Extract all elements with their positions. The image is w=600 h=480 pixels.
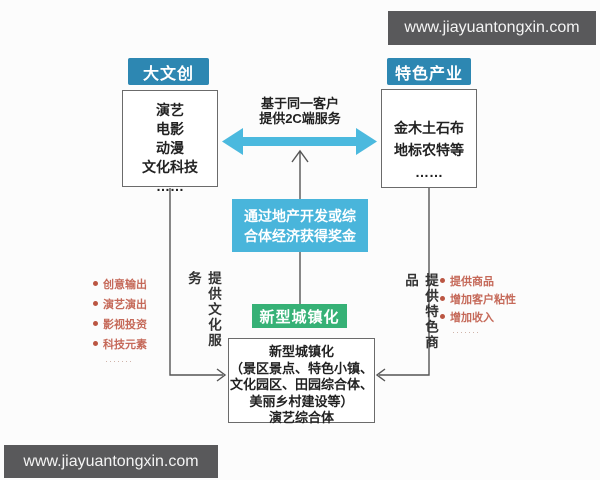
bullet-label: 演艺演出 <box>103 298 147 311</box>
new-urbanization-label: 新型城镇化 <box>252 304 347 328</box>
bullet-dot-icon <box>93 321 98 327</box>
bottom-box-line: 新型城镇化 <box>268 344 334 359</box>
arrow-right-icon <box>216 368 227 382</box>
two-way-arrow-icon <box>222 128 377 155</box>
header-big-cultural-creative: 大文创 <box>128 58 209 85</box>
list-item: 科技元素 <box>93 336 147 352</box>
funding-box: 通过地产开发或综 合体经济获得奖金 <box>232 199 368 252</box>
watermark-top: www.jiayuantongxin.com <box>388 11 596 45</box>
bottom-detail-box: 新型城镇化 （景区景点、特色小镇、 文化园区、田园综合体、 美丽乡村建设等） 演… <box>228 338 375 425</box>
list-item: 增加收入 <box>440 309 516 324</box>
right-box-line: 地标农特等 <box>394 142 464 158</box>
bullet-dot-icon <box>93 341 98 347</box>
bottom-box-line: 美丽乡村建设等） <box>249 393 354 409</box>
right-bullet-list: 提供商品 增加客户粘性 增加收入 ······· <box>440 273 516 337</box>
list-item: 演艺演出 <box>93 296 147 312</box>
arrow-caption-line1: 基于同一客户 <box>260 96 339 111</box>
left-content-box: 演艺 电影 动漫 文化科技 …… <box>122 90 218 194</box>
bullet-label: 影视投资 <box>103 318 147 331</box>
list-item: 提供商品 <box>440 273 516 288</box>
bullet-label: 提供商品 <box>450 275 494 288</box>
watermark-bottom: www.jiayuantongxin.com <box>4 445 218 478</box>
bullet-label: 创意输出 <box>103 278 147 291</box>
bullet-dot-icon <box>440 278 445 283</box>
bottom-box-line: 演艺综合体 <box>268 410 334 425</box>
bullet-label: 科技元素 <box>103 338 147 351</box>
bullet-dot-icon <box>93 301 98 307</box>
list-item: 影视投资 <box>93 316 147 332</box>
left-box-line: 电影 <box>156 121 184 137</box>
header-special-industry: 特色产业 <box>387 58 471 85</box>
bottom-box-line: （景区景点、特色小镇、 <box>229 360 373 376</box>
right-flow-label: 提供特色商品 <box>403 273 438 351</box>
bullet-dot-icon <box>93 281 98 287</box>
bullet-dot-icon <box>440 296 445 301</box>
left-box-line: 动漫 <box>156 140 184 156</box>
arrow-left-icon <box>375 368 386 382</box>
right-box-line: …… <box>415 164 443 180</box>
bullet-label: 增加客户粘性 <box>450 293 516 306</box>
arrow-caption: 基于同一客户 提供2C端服务 <box>240 96 360 126</box>
left-box-line: …… <box>156 178 184 194</box>
right-box-line: 金木土石布 <box>394 120 464 136</box>
arrow-up-icon <box>291 149 309 163</box>
left-box-line: 演艺 <box>156 102 184 118</box>
left-box-line: 文化科技 <box>142 159 198 175</box>
list-item: 创意输出 <box>93 276 147 292</box>
list-item: 增加客户粘性 <box>440 291 516 306</box>
funding-box-line2: 合体经济获得奖金 <box>244 228 356 244</box>
bullet-label: 增加收入 <box>450 311 494 324</box>
left-bullet-list: 创意输出 演艺演出 影视投资 科技元素 ······· <box>93 276 147 366</box>
right-content-box: 金木土石布 地标农特等 …… <box>381 89 477 188</box>
ellipsis-dots: ······· <box>452 327 480 337</box>
funding-box-line1: 通过地产开发或综 <box>244 208 356 224</box>
arrow-caption-line2: 提供2C端服务 <box>259 111 341 126</box>
bullet-dot-icon <box>440 314 445 319</box>
ellipsis-dots: ······· <box>105 356 133 366</box>
left-flow-label: 提供文化服务 <box>186 271 221 349</box>
bottom-box-line: 文化园区、田园综合体、 <box>229 377 373 392</box>
